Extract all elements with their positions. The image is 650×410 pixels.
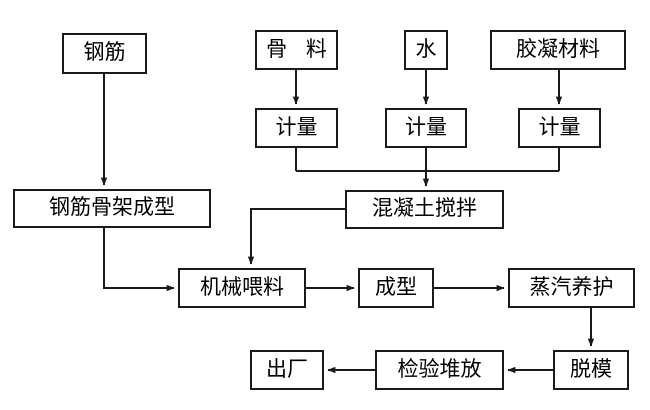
node-water-label: 水 — [415, 36, 437, 61]
node-meter-water-label: 计量 — [405, 114, 447, 139]
node-inspection-stacking[interactable]: 检验堆放 — [375, 350, 504, 390]
node-inspection-stacking-label: 检验堆放 — [397, 356, 482, 381]
node-aggregate-label: 骨 料 — [266, 36, 333, 61]
node-forming-label: 成型 — [375, 274, 417, 299]
node-concrete-mixing-label: 混凝土搅拌 — [372, 196, 477, 220]
node-steam-curing-label: 蒸汽养护 — [529, 274, 614, 299]
node-meter-aggregate[interactable]: 计量 — [255, 108, 338, 148]
node-meter-aggregate-label: 计量 — [275, 114, 318, 139]
node-demolding[interactable]: 脱模 — [553, 350, 629, 390]
edge-mixing-to-feeding — [247, 208, 345, 265]
node-binder-label: 胶凝材料 — [516, 36, 600, 61]
node-aggregate[interactable]: 骨 料 — [255, 30, 338, 70]
node-meter-water[interactable]: 计量 — [385, 108, 467, 148]
node-steam-curing[interactable]: 蒸汽养护 — [508, 268, 635, 308]
edge-cage-to-feeding — [103, 228, 175, 292]
node-forming[interactable]: 成型 — [358, 268, 434, 308]
node-steel-label: 钢筋 — [83, 40, 126, 64]
node-demolding-label: 脱模 — [570, 356, 612, 381]
node-rebar-cage-forming[interactable]: 钢筋骨架成型 — [13, 189, 211, 228]
node-mechanical-feeding[interactable]: 机械喂料 — [178, 268, 306, 308]
node-water[interactable]: 水 — [404, 30, 448, 70]
node-shipping-label: 出厂 — [266, 356, 308, 381]
node-steel[interactable]: 钢筋 — [62, 33, 147, 74]
node-meter-binder-label: 计量 — [538, 114, 581, 139]
node-meter-binder[interactable]: 计量 — [518, 108, 601, 148]
node-rebar-cage-forming-label: 钢筋骨架成型 — [49, 195, 175, 219]
node-mechanical-feeding-label: 机械喂料 — [200, 274, 284, 299]
node-shipping[interactable]: 出厂 — [250, 350, 324, 390]
node-concrete-mixing[interactable]: 混凝土搅拌 — [345, 190, 504, 229]
node-binder[interactable]: 胶凝材料 — [490, 30, 626, 70]
